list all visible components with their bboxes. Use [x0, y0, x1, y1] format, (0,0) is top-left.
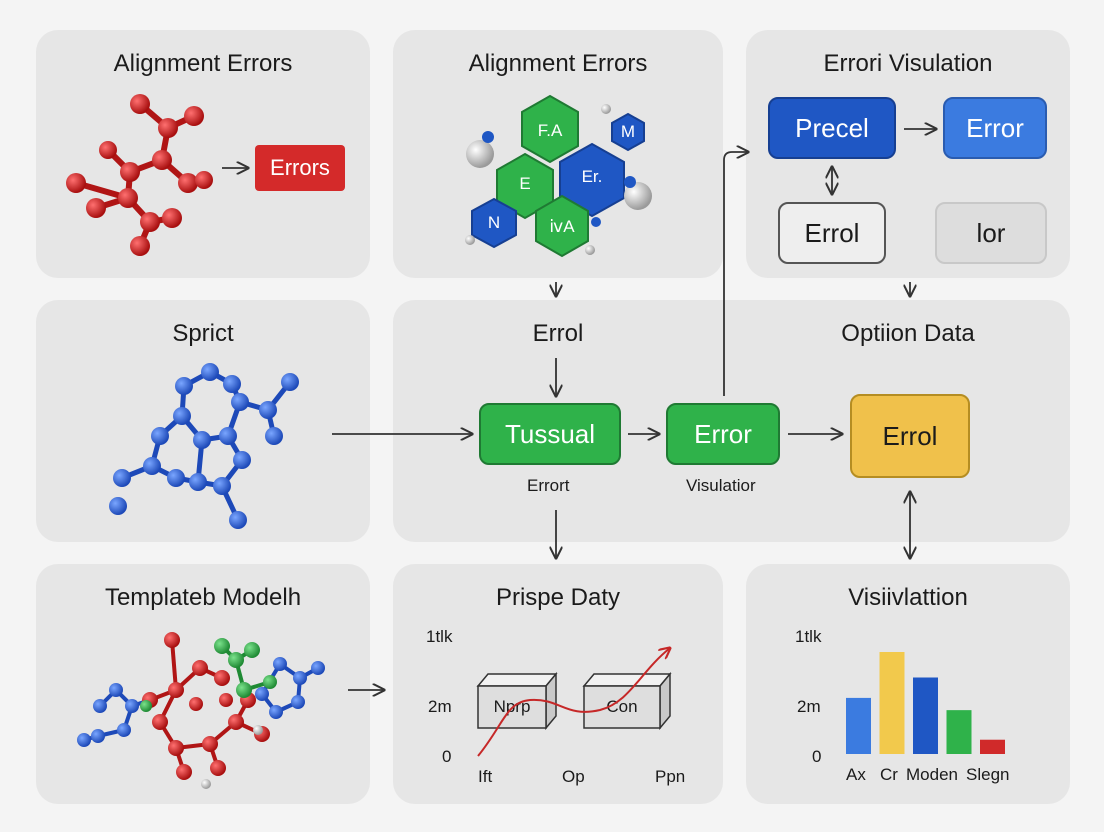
panel-title: Prispe Daty: [495, 584, 621, 611]
hex-er: [559, 142, 625, 218]
xtick-2: Op: [562, 767, 585, 786]
xtick-3: Ppn: [655, 767, 685, 786]
errol-box-grey: Errol: [778, 202, 886, 264]
hex-e-label: E: [519, 174, 530, 193]
bar-xlabel-3: Moden: [906, 765, 958, 784]
panel-title: Templateb Modelh: [104, 584, 302, 611]
panel-title: Errol: [532, 320, 584, 347]
hex-fa-label: F.A: [538, 121, 563, 140]
panel-title-option-data: Optiion Data: [841, 320, 975, 347]
ytick-zero: 0: [442, 747, 451, 766]
connector-arrows: [222, 129, 936, 690]
hex-n-label: N: [488, 213, 500, 232]
bar-1: [846, 697, 871, 754]
bar-5: [980, 739, 1005, 754]
hexagon-cluster: F.A M E Er. N ⅳA: [465, 94, 652, 258]
error-box-blue: Error: [943, 97, 1047, 159]
hex-e: [496, 152, 554, 220]
lor-box: lor: [935, 202, 1047, 264]
trend-line: [477, 648, 670, 757]
hex-n: [471, 197, 517, 249]
visiivlattion-chart: 1tlk 2m 0 Ax Cr Moden Slegn: [795, 627, 1009, 784]
ytick-top: 1tlk: [426, 627, 453, 646]
visulatior-label: Visulatior: [686, 476, 756, 495]
panel-prispe-daty: Prispe Daty: [393, 564, 723, 804]
panel-title: Alignment Errors: [468, 50, 648, 77]
prispe-chart: 1tlk 2m 0 Ift Op Ppn Nprp Con: [426, 627, 685, 786]
hex-va-label: ⅳA: [549, 217, 575, 236]
bar-3: [913, 677, 938, 754]
tussual-box: Tussual: [479, 403, 621, 465]
panel-title: Visiivlattion: [848, 584, 968, 611]
panel-sprict: Sprict: [36, 300, 370, 542]
bar-ytick-zero: 0: [812, 747, 821, 766]
hex-va: [535, 194, 589, 258]
panel-template-model: Templateb Modelh: [36, 564, 370, 804]
hex-fa: [521, 94, 579, 164]
bar-ytick-top: 1tlk: [795, 627, 822, 646]
panel-title: Errori Visulation: [823, 50, 993, 77]
template-atoms: [77, 632, 325, 789]
bar-ytick-mid: 2m: [797, 697, 821, 716]
panel-title: Sprict: [172, 320, 234, 347]
bar-xlabel-4: Slegn: [966, 765, 1009, 784]
panel-title: Alignment Errors: [113, 50, 293, 77]
bar-2: [879, 652, 905, 754]
block-con: Con: [582, 671, 672, 731]
bar-4: [946, 710, 972, 754]
error-box-green: Error: [666, 403, 780, 465]
bar-series: [846, 652, 1005, 754]
block-con-label: Con: [606, 697, 637, 716]
ytick-mid: 2m: [428, 697, 452, 716]
errort-label: Errort: [527, 476, 570, 495]
errors-box: Errors: [255, 145, 345, 191]
hex-er-label: Er.: [582, 167, 603, 186]
red-atoms: [66, 94, 213, 256]
bar-xlabel-2: Cr: [880, 765, 898, 784]
hex-m: [611, 112, 645, 152]
bar-xlabel-1: Ax: [846, 765, 866, 784]
blue-atoms: [109, 363, 299, 529]
panel-visiivlattion: Visiivlattion: [746, 564, 1070, 804]
xtick-1: Ift: [478, 767, 492, 786]
errol-box-yellow: Errol: [850, 394, 970, 478]
precel-box: Precel: [768, 97, 896, 159]
hex-m-label: M: [621, 122, 635, 141]
